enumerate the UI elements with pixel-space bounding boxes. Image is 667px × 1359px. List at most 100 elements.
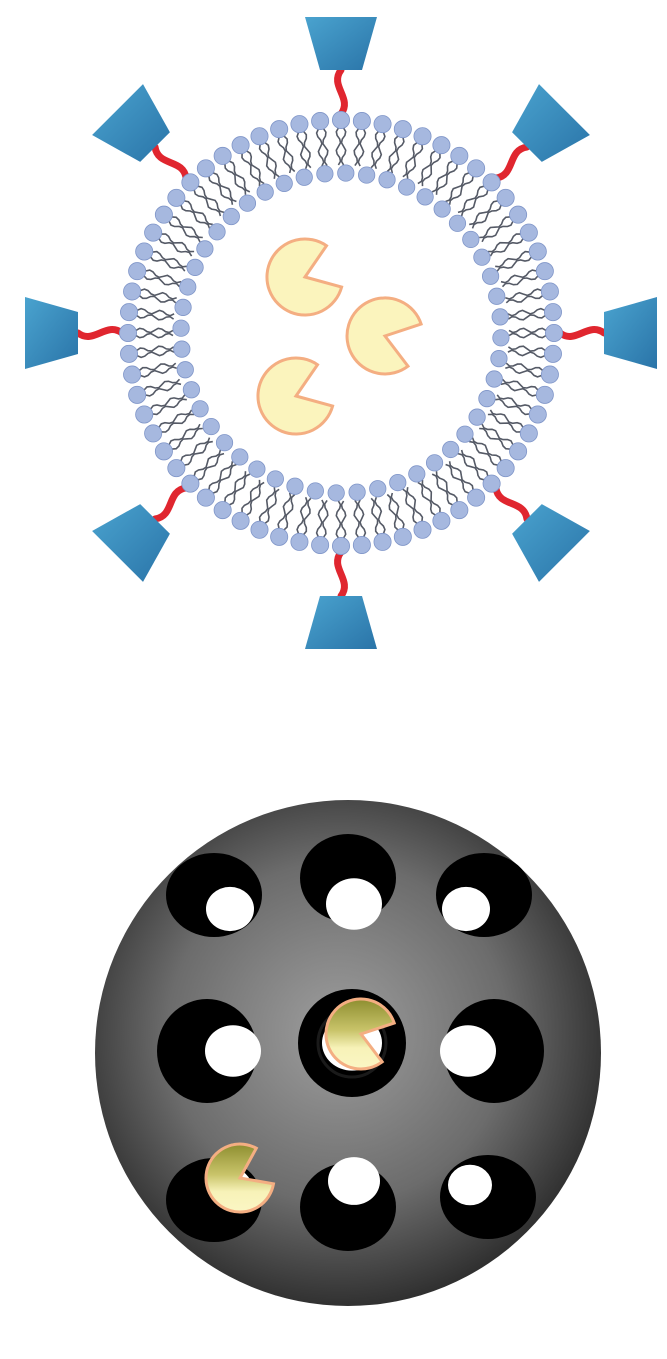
lipid-tail [508, 350, 545, 357]
lipid-head-outer [332, 111, 349, 128]
targeting-ligand [25, 297, 78, 369]
lipid-tail [342, 128, 346, 165]
lipid-head-outer [251, 521, 268, 538]
lipid-heads [119, 111, 562, 554]
lipid-head-inner [349, 484, 365, 500]
lipid-head-outer [483, 174, 500, 191]
lipid-tail [146, 383, 181, 396]
lipid-tail [509, 334, 546, 338]
peg-linker [496, 488, 527, 519]
lipid-head-outer [197, 489, 214, 506]
lipid-tail [136, 328, 173, 332]
lipid-head-outer [120, 345, 137, 362]
lipid-head-inner [457, 426, 473, 442]
lipid-head-outer [120, 304, 137, 321]
lipid-tail [371, 131, 378, 167]
lipid-head-inner [267, 471, 283, 487]
lipid-tail [153, 252, 187, 267]
lipid-head-inner [489, 288, 505, 304]
pore-opening [440, 1025, 496, 1077]
lipid-head-outer [374, 115, 391, 132]
lipid-head-inner [192, 401, 208, 417]
lipid-head-outer [129, 263, 146, 280]
lipid-head-inner [249, 461, 265, 477]
lipid-head-outer [529, 406, 546, 423]
lipid-tail [506, 363, 542, 370]
lipid-head-inner [187, 259, 203, 275]
lipid-head-outer [145, 224, 162, 241]
lipid-head-outer [232, 137, 249, 154]
lipid-tail [336, 501, 340, 538]
lipid-head-inner [203, 418, 219, 434]
drug-payload [347, 298, 421, 374]
mesoporous-nanoparticle-diagram [0, 760, 667, 1359]
lipid-head-outer [468, 489, 485, 506]
lipid-head-inner [257, 184, 273, 200]
lipid-head-outer [520, 224, 537, 241]
lipid-head-inner [328, 485, 344, 501]
pore-opening [442, 887, 490, 931]
lipid-tail [501, 383, 536, 396]
lipid-tail [137, 309, 174, 316]
lipid-head-inner [398, 179, 414, 195]
lipid-head-outer [520, 425, 537, 442]
lipid-head-outer [271, 121, 288, 138]
lipid-head-inner [276, 175, 292, 191]
lipid-head-inner [287, 478, 303, 494]
lipid-tail [317, 500, 324, 537]
lipid-head-inner [317, 166, 333, 182]
lipid-tail [136, 334, 173, 338]
lipid-head-outer [214, 502, 231, 519]
lipid-head-inner [449, 215, 465, 231]
lipid-head-inner [197, 241, 213, 257]
lipid-head-outer [451, 147, 468, 164]
lipid-head-inner [358, 167, 374, 183]
lipid-tail [495, 399, 529, 414]
lipid-head-inner [296, 169, 312, 185]
lipid-head-inner [442, 441, 458, 457]
lipid-head-outer [414, 128, 431, 145]
lipid-head-inner [426, 455, 442, 471]
lipid-head-outer [544, 345, 561, 362]
lipid-head-outer [168, 460, 185, 477]
lipid-head-outer [536, 263, 553, 280]
lipid-head-outer [394, 528, 411, 545]
lipid-head-outer [545, 324, 562, 341]
lipid-head-inner [434, 201, 450, 217]
lipid-head-inner [491, 350, 507, 366]
lipid-tail [508, 309, 545, 316]
pore-opening [328, 1157, 380, 1205]
lipid-head-outer [312, 112, 329, 129]
lipid-tail [153, 399, 187, 414]
lipid-head-inner [486, 371, 502, 387]
lipid-tail [358, 500, 365, 537]
lipid-tail [260, 145, 275, 179]
peg-linker [338, 552, 345, 596]
lipid-head-outer [129, 386, 146, 403]
lipid-head-inner [493, 330, 509, 346]
pore-opening [206, 887, 254, 931]
targeting-ligand [305, 596, 377, 649]
lipid-tail [391, 493, 404, 528]
lipid-head-outer [271, 528, 288, 545]
lipid-head-outer [123, 283, 140, 300]
lipid-head-outer [541, 283, 558, 300]
lipid-head-inner [479, 390, 495, 406]
lipid-head-outer [433, 512, 450, 529]
lipid-head-inner [390, 474, 406, 490]
lipid-head-inner [417, 189, 433, 205]
lipid-head-outer [168, 189, 185, 206]
lipid-head-outer [136, 243, 153, 260]
lipid-head-outer [332, 537, 349, 554]
peg-linker [78, 330, 122, 337]
lipid-tail [146, 270, 181, 283]
lipid-tail [509, 328, 546, 332]
peg-linker [155, 488, 186, 519]
lipid-head-inner [338, 165, 354, 181]
lipid-tail [260, 487, 275, 521]
lipid-head-outer [197, 160, 214, 177]
lipid-head-inner [183, 382, 199, 398]
lipid-head-outer [510, 443, 527, 460]
lipid-head-outer [468, 160, 485, 177]
